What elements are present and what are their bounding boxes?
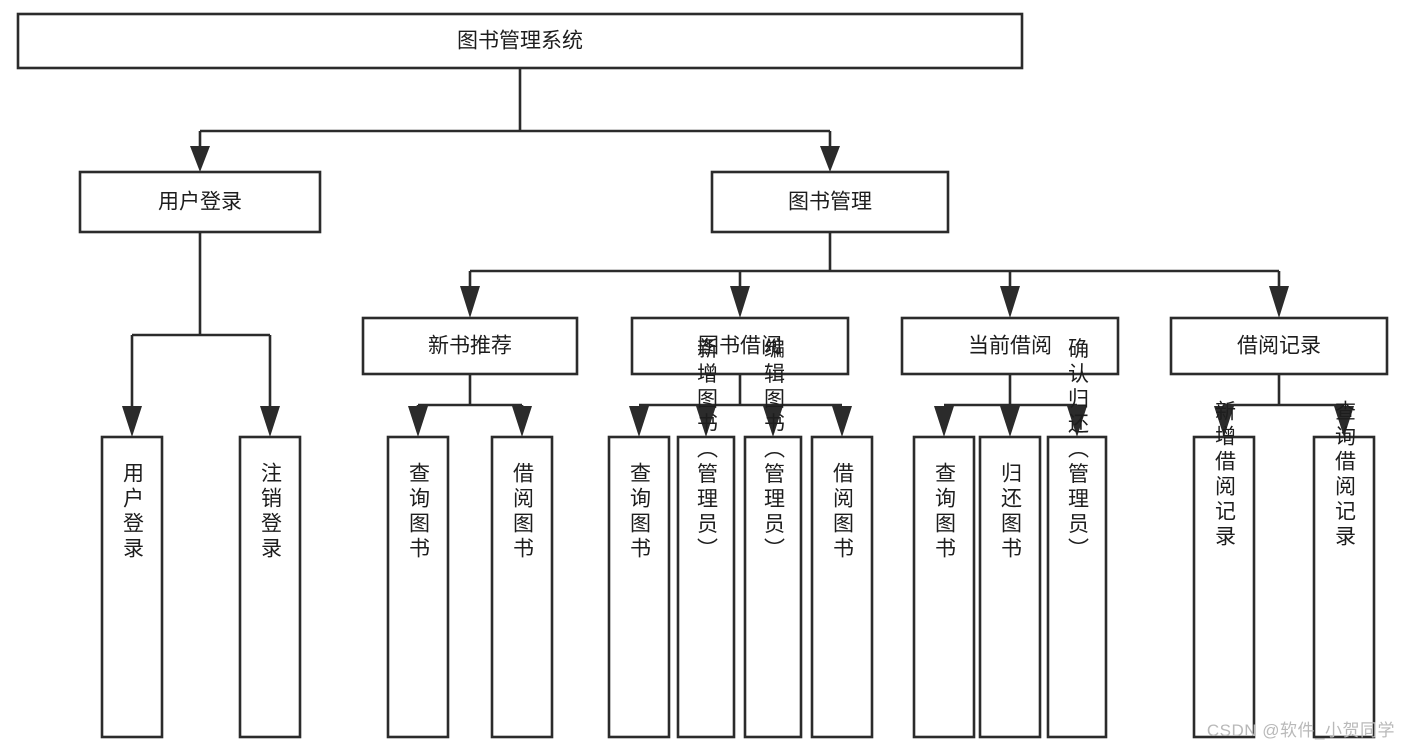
connector-group-borrow-record [1214,374,1354,437]
arrowhead-leaf-borrow-book-1 [512,406,532,437]
node-leaf-borrow-book-1[interactable]: 借阅图书 [490,435,554,739]
node-book-borrow-box[interactable] [630,316,850,376]
node-leaf-query-book-2-box[interactable] [607,435,671,739]
node-leaf-query-record-label: 查询借阅记录 [1333,400,1357,550]
node-current-borrow-box[interactable] [900,316,1120,376]
arrowhead-new-book-recommend [460,286,480,318]
node-leaf-add-record-label: 新增借阅记录 [1213,400,1237,550]
arrowhead-leaf-logout [260,406,280,437]
node-root-label: 图书管理系统 [457,30,583,53]
arrowhead-leaf-user-login [122,406,142,437]
node-borrow-record-label: 借阅记录 [1237,335,1321,358]
arrowhead-leaf-query-record [1334,406,1354,437]
node-leaf-confirm-return[interactable]: 确认归还（管理员） [1046,338,1108,739]
node-leaf-borrow-book-1-label: 借阅图书 [511,462,535,562]
node-root[interactable]: 图书管理系统 [16,12,1024,70]
node-leaf-query-book-3-label: 查询图书 [933,462,957,562]
arrowhead-leaf-borrow-book-2 [832,406,852,437]
node-leaf-confirm-return-box[interactable] [1046,435,1108,739]
arrowhead-leaf-add-record [1214,406,1234,437]
node-new-book-recommend-label: 新书推荐 [428,335,512,358]
node-leaf-query-record[interactable]: 查询借阅记录 [1312,400,1376,739]
connector-group-root [190,68,840,172]
node-book-management-label: 图书管理 [788,191,872,214]
node-leaf-edit-book[interactable]: 编辑图书（管理员） [743,338,803,739]
node-leaf-logout[interactable]: 注销登录 [238,435,302,739]
node-user-login[interactable]: 用户登录 [78,170,322,234]
node-leaf-add-record[interactable]: 新增借阅记录 [1192,400,1256,739]
node-leaf-add-book-box[interactable] [676,435,736,739]
node-leaf-user-login-label: 用户登录 [121,462,145,562]
node-leaf-user-login-box[interactable] [100,435,164,739]
node-leaf-add-record-box[interactable] [1192,435,1256,739]
node-leaf-query-book-1-box[interactable] [386,435,450,739]
node-leaf-query-book-3[interactable]: 查询图书 [912,435,976,739]
arrowhead-book-borrow [730,286,750,318]
node-book-borrow[interactable]: 图书借阅 [630,316,850,376]
node-leaf-user-login[interactable]: 用户登录 [100,435,164,739]
node-leaf-query-record-box[interactable] [1312,435,1376,739]
arrowhead-leaf-return-book [1000,406,1020,437]
node-leaf-add-book-label: 新增图书（管理员） [695,338,719,563]
node-leaf-query-book-3-box[interactable] [912,435,976,739]
connector-group-current-borrow [934,374,1087,437]
arrowhead-leaf-edit-book [763,406,783,437]
connector-group-new-book-recommend [408,374,532,437]
node-leaf-return-book-box[interactable] [978,435,1042,739]
arrowhead-user-login [190,146,210,172]
arrowhead-leaf-query-book-3 [934,406,954,437]
node-borrow-record-box[interactable] [1169,316,1389,376]
node-leaf-add-book[interactable]: 新增图书（管理员） [676,338,736,739]
node-root-box[interactable] [16,12,1024,70]
node-borrow-record[interactable]: 借阅记录 [1169,316,1389,376]
node-leaf-borrow-book-2[interactable]: 借阅图书 [810,435,874,739]
node-leaf-borrow-book-1-box[interactable] [490,435,554,739]
node-leaf-query-book-2[interactable]: 查询图书 [607,435,671,739]
arrowhead-borrow-record [1269,286,1289,318]
node-leaf-query-book-1-label: 查询图书 [407,462,431,562]
node-leaf-edit-book-box[interactable] [743,435,803,739]
node-leaf-return-book-label: 归还图书 [999,462,1023,562]
connector-group-book-borrow [629,374,852,437]
node-leaf-return-book[interactable]: 归还图书 [978,435,1042,739]
node-leaf-borrow-book-2-box[interactable] [810,435,874,739]
node-book-management[interactable]: 图书管理 [710,170,950,234]
node-leaf-logout-label: 注销登录 [259,462,283,562]
arrowhead-leaf-add-book [696,406,716,437]
connector-group-book-management [460,232,1289,318]
node-book-management-box[interactable] [710,170,950,234]
node-user-login-box[interactable] [78,170,322,234]
node-current-borrow-label: 当前借阅 [968,335,1052,358]
node-leaf-query-book-1[interactable]: 查询图书 [386,435,450,739]
arrowhead-leaf-query-book-1 [408,406,428,437]
node-leaf-borrow-book-2-label: 借阅图书 [831,462,855,562]
arrowhead-book-management [820,146,840,172]
node-book-borrow-label: 图书借阅 [698,335,782,358]
arrowhead-leaf-confirm-return [1067,406,1087,437]
node-leaf-confirm-return-label: 确认归还（管理员） [1066,338,1090,563]
node-leaf-logout-box[interactable] [238,435,302,739]
node-user-login-label: 用户登录 [158,191,242,214]
node-new-book-recommend-box[interactable] [361,316,579,376]
node-leaf-edit-book-label: 编辑图书（管理员） [762,338,786,563]
arrowhead-leaf-query-book-2 [629,406,649,437]
node-new-book-recommend[interactable]: 新书推荐 [361,316,579,376]
node-current-borrow[interactable]: 当前借阅 [900,316,1120,376]
node-leaf-query-book-2-label: 查询图书 [628,462,652,562]
connector-group-user-login [122,232,280,437]
arrowhead-current-borrow [1000,286,1020,318]
